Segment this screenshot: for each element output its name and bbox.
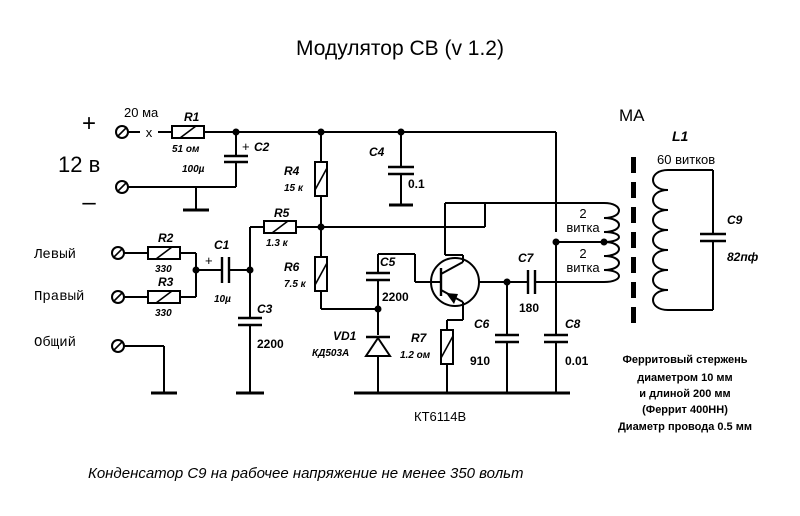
note-line-2: диаметром 10 мм bbox=[637, 372, 732, 384]
minus-sign: – bbox=[82, 189, 96, 216]
junction-dot bbox=[232, 128, 240, 136]
power-plus-terminal-icon bbox=[115, 125, 129, 139]
antenna-label: МА bbox=[619, 106, 645, 125]
supply-voltage-label: 12 в bbox=[58, 152, 100, 177]
input-right-terminal-icon bbox=[111, 290, 125, 304]
c5-label: C5 bbox=[380, 255, 396, 269]
power-minus-terminal-icon bbox=[115, 180, 129, 194]
note-line-1: Ферритовый стержень bbox=[622, 354, 747, 366]
page-title: Модулятор СВ (v 1.2) bbox=[296, 37, 504, 60]
c7-label: C7 bbox=[518, 251, 535, 265]
resistor-r2 bbox=[124, 246, 196, 260]
input-common-terminal-icon bbox=[111, 339, 125, 353]
transistor-kt6114v bbox=[414, 254, 480, 320]
ferrite-rod-icon bbox=[631, 157, 636, 323]
r6-label: R6 bbox=[284, 260, 300, 274]
coil-top-turns: 2 bbox=[579, 206, 586, 221]
junction-dot bbox=[552, 238, 560, 246]
input-mix-wire bbox=[195, 253, 222, 297]
resistor-r5 bbox=[250, 220, 321, 234]
input-left-terminal-icon bbox=[111, 246, 125, 260]
coil-bottom-turns: 2 bbox=[579, 246, 586, 261]
resistor-r1 bbox=[171, 125, 205, 139]
r3-label: R3 bbox=[158, 275, 174, 289]
coil-top-unit: витка bbox=[566, 220, 600, 235]
diode-vd1 bbox=[364, 335, 392, 393]
switch-mark: x bbox=[146, 125, 153, 140]
c2-label: C2 bbox=[254, 140, 270, 154]
r1-label: R1 bbox=[184, 110, 200, 124]
c9-value: 82пф bbox=[727, 250, 759, 264]
r6-value: 7.5 к bbox=[284, 279, 307, 290]
capacitor-c4 bbox=[388, 132, 414, 207]
note-line-3: и длиной 200 мм bbox=[639, 388, 730, 400]
footer-note: Конденсатор С9 на рабочее напряжение не … bbox=[88, 465, 524, 482]
r2-label: R2 bbox=[158, 231, 174, 245]
capacitor-c2 bbox=[224, 132, 248, 187]
l1-label: L1 bbox=[672, 128, 689, 144]
note-line-5: Диаметр провода 0.5 мм bbox=[618, 421, 752, 433]
input-right-label: Правый bbox=[34, 288, 84, 305]
junction-dot bbox=[246, 266, 254, 274]
junction-dot bbox=[192, 266, 200, 274]
c6-label: C6 bbox=[474, 317, 490, 331]
r7-value: 1.2 ом bbox=[400, 350, 431, 361]
c2-polarity: + bbox=[242, 139, 250, 154]
coil-bottom-unit: витка bbox=[566, 260, 600, 275]
c1-polarity: + bbox=[205, 253, 213, 268]
input-common-label: Общий bbox=[34, 334, 76, 351]
c1-value: 10µ bbox=[214, 294, 231, 305]
c6-value: 910 bbox=[470, 354, 490, 368]
r1-value: 51 ом bbox=[172, 144, 200, 155]
junction-dot bbox=[503, 278, 511, 286]
capacitor-c9 bbox=[700, 170, 726, 310]
c9-label: C9 bbox=[727, 213, 743, 227]
base-bias-wire bbox=[321, 202, 604, 255]
resistor-r4 bbox=[314, 132, 328, 227]
r4-label: R4 bbox=[284, 164, 300, 178]
c4-label: C4 bbox=[369, 145, 385, 159]
resistor-r7 bbox=[440, 319, 463, 393]
r4-value: 15 к bbox=[284, 183, 304, 194]
collector-wire bbox=[445, 254, 528, 335]
vd1-label: VD1 bbox=[333, 329, 357, 343]
c4-value: 0.1 bbox=[408, 177, 425, 191]
c3-value: 2200 bbox=[257, 337, 284, 351]
l1-turns: 60 витков bbox=[657, 152, 715, 167]
c8-value: 0.01 bbox=[565, 354, 589, 368]
resistor-r6 bbox=[314, 227, 378, 310]
resistor-r3 bbox=[124, 290, 196, 304]
common-ground-wire bbox=[124, 345, 177, 395]
r3-value: 330 bbox=[155, 308, 172, 319]
capacitor-c7 bbox=[526, 270, 604, 294]
input-left-label: Левый bbox=[33, 246, 76, 263]
r2-value: 330 bbox=[155, 264, 172, 275]
transistor-label: КТ6114В bbox=[414, 409, 466, 424]
vd1-value: КД503А bbox=[312, 348, 349, 359]
note-line-4: (Феррит 400НН) bbox=[642, 404, 728, 416]
capacitor-c6 bbox=[495, 333, 519, 393]
plus-sign: + bbox=[82, 110, 96, 137]
c7-value: 180 bbox=[519, 301, 539, 315]
r7-label: R7 bbox=[411, 331, 428, 345]
coil-l1-icon bbox=[652, 169, 713, 311]
r5-label: R5 bbox=[274, 206, 290, 220]
c5-value: 2200 bbox=[382, 290, 409, 304]
negative-rail-wire bbox=[128, 186, 236, 212]
c3-label: C3 bbox=[257, 302, 273, 316]
capacitor-c8 bbox=[544, 241, 604, 393]
junction-dot bbox=[374, 305, 382, 313]
coupling-coil-icon bbox=[603, 202, 620, 283]
supply-current-label: 20 ма bbox=[124, 105, 159, 120]
c1-label: C1 bbox=[214, 238, 230, 252]
capacitor-c1 bbox=[220, 257, 250, 283]
positive-rail-wire bbox=[128, 131, 557, 232]
r5-value: 1.3 к bbox=[266, 238, 289, 249]
c8-label: C8 bbox=[565, 317, 581, 331]
c2-value: 100µ bbox=[182, 164, 205, 175]
